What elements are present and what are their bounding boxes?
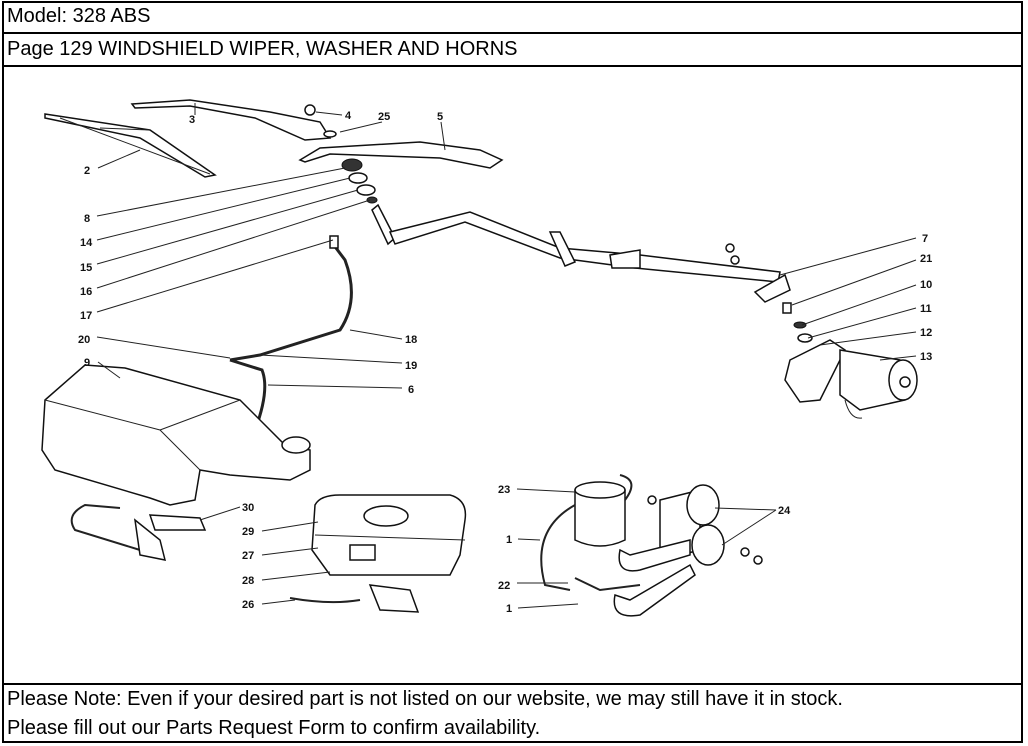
callout-16: 16 bbox=[80, 286, 92, 298]
callout-30: 30 bbox=[242, 502, 254, 514]
callout-14: 14 bbox=[80, 237, 93, 249]
callout-29: 29 bbox=[242, 526, 254, 538]
callout-18: 18 bbox=[405, 334, 417, 346]
callout-10: 10 bbox=[920, 279, 932, 291]
footer-note: Please Note: Even if your desired part i… bbox=[2, 683, 1023, 743]
callout-11: 11 bbox=[920, 303, 932, 315]
callout-9: 9 bbox=[84, 357, 90, 369]
callout-24: 24 bbox=[778, 505, 791, 517]
page-title: Page 129 WINDSHIELD WIPER, WASHER AND HO… bbox=[2, 34, 1023, 67]
callout-6: 6 bbox=[408, 384, 414, 396]
callout-21: 21 bbox=[920, 253, 932, 265]
callout-2: 2 bbox=[84, 165, 90, 177]
footer-line-2: Please fill out our Parts Request Form t… bbox=[7, 717, 541, 739]
wiper-arm-right bbox=[298, 141, 504, 169]
callout-19: 19 bbox=[405, 360, 417, 372]
model-label: Model: 328 ABS bbox=[2, 1, 1023, 34]
leader-lines bbox=[96, 103, 917, 609]
wiper-blade bbox=[44, 113, 217, 178]
wiper-arm-left bbox=[130, 99, 332, 141]
parts-diagram: 2 3 4 25 5 8 14 15 16 17 20 18 19 9 6 7 … bbox=[41, 99, 932, 617]
callout-4: 4 bbox=[345, 110, 352, 122]
callout-8: 8 bbox=[84, 213, 90, 225]
callout-13: 13 bbox=[920, 351, 932, 363]
callout-25: 25 bbox=[378, 111, 390, 123]
callout-1b: 1 bbox=[506, 603, 512, 615]
callout-12: 12 bbox=[920, 327, 932, 339]
callout-20: 20 bbox=[78, 334, 90, 346]
callout-15: 15 bbox=[80, 262, 92, 274]
callout-26: 26 bbox=[242, 599, 254, 611]
wiper-linkage bbox=[371, 203, 791, 303]
callout-27: 27 bbox=[242, 550, 254, 562]
callout-7: 7 bbox=[922, 233, 928, 245]
callout-5: 5 bbox=[437, 111, 443, 123]
callout-23: 23 bbox=[498, 484, 510, 496]
callout-22: 22 bbox=[498, 580, 510, 592]
footer-line-1: Please Note: Even if your desired part i… bbox=[7, 688, 843, 710]
callout-1: 1 bbox=[506, 534, 512, 546]
callout-3: 3 bbox=[189, 114, 195, 126]
callout-17: 17 bbox=[80, 310, 92, 322]
wiper-motor bbox=[784, 339, 918, 419]
washer-reservoir bbox=[41, 364, 311, 561]
horns bbox=[540, 474, 763, 617]
fluid-reservoir bbox=[289, 494, 467, 613]
callout-28: 28 bbox=[242, 575, 254, 587]
